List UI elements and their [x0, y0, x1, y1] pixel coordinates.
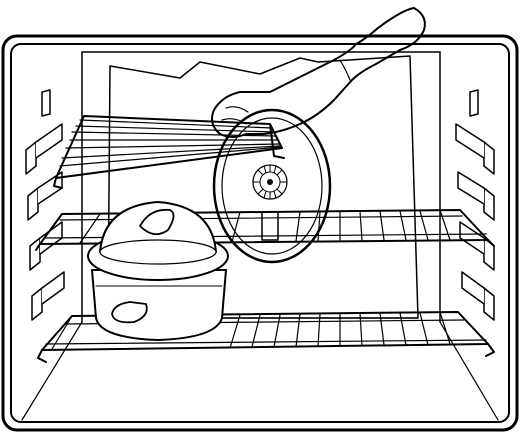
fan-hub-icon — [253, 165, 287, 199]
